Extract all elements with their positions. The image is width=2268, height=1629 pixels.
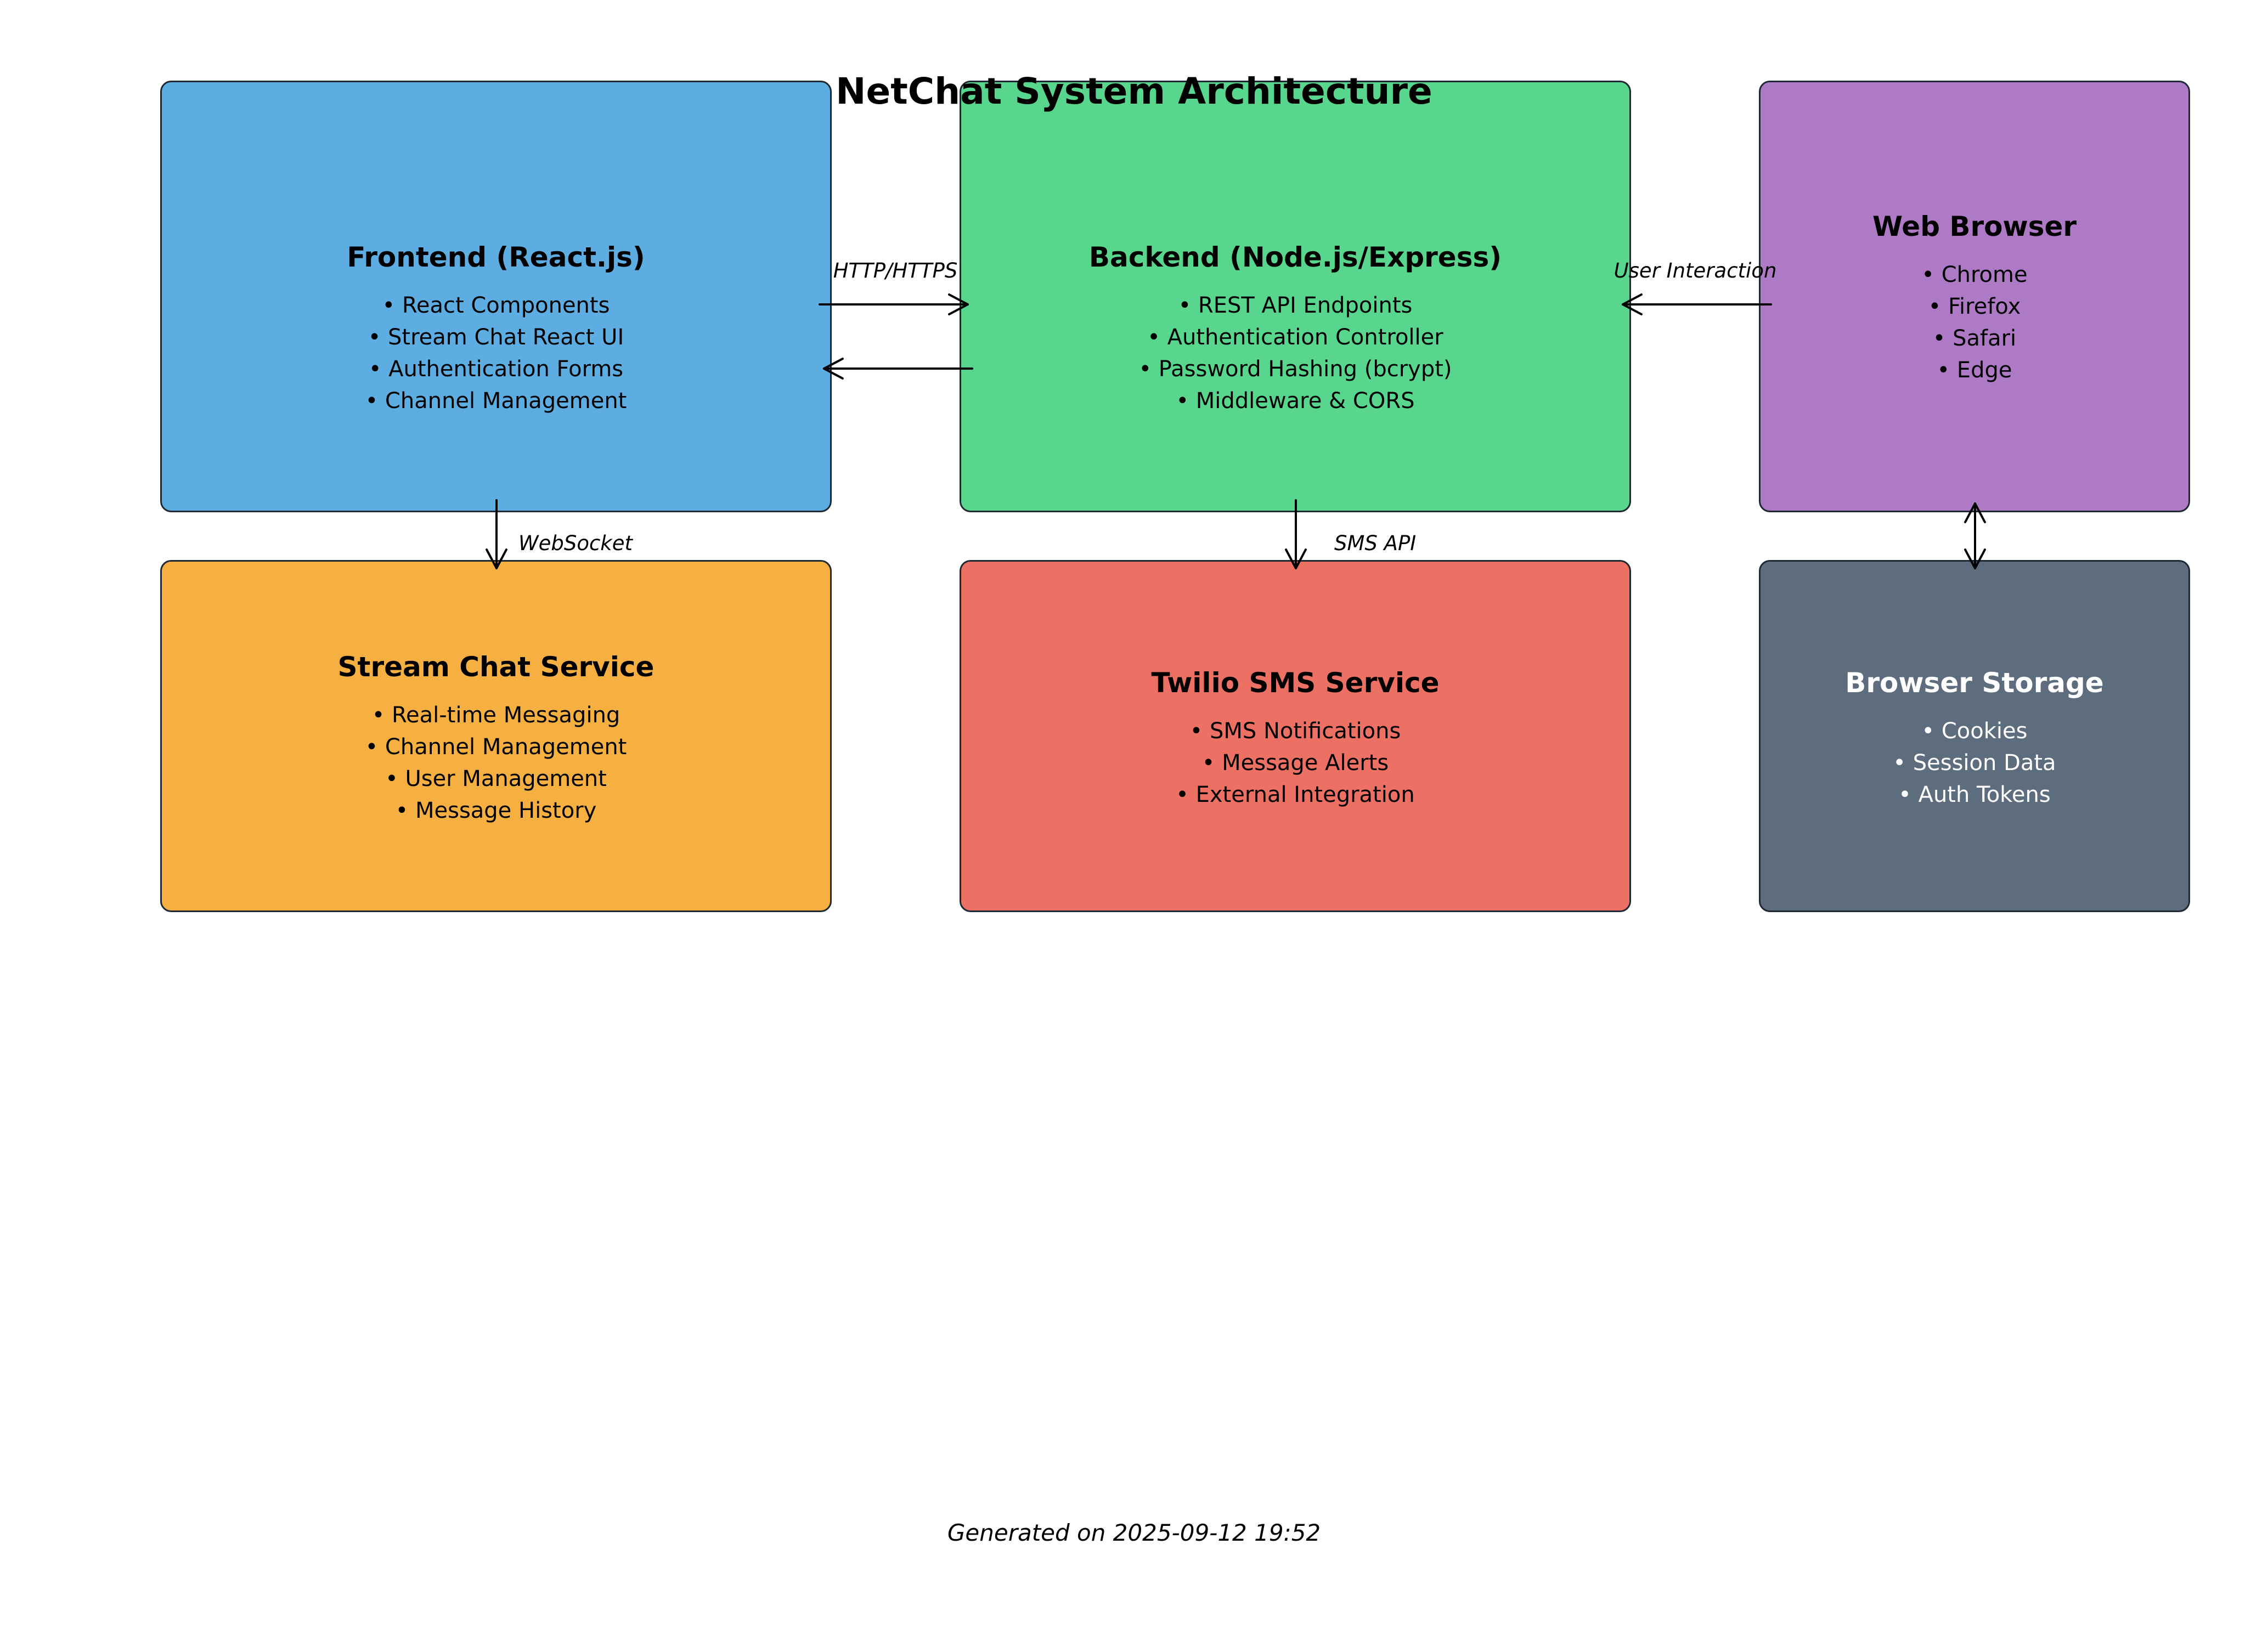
twilio-item: • SMS Notifications [1189,719,1401,744]
browser-item: • Chrome [1921,262,2028,287]
browser-item: • Safari [1932,325,2017,351]
browser-storage-items: • Cookies • Session Data • Auth Tokens [1893,715,2056,811]
stream-chat-item: • User Management [385,766,607,791]
frontend-item: • Channel Management [365,388,627,414]
arrow-frontend-to-backend [819,293,969,315]
twilio-title: Twilio SMS Service [1151,667,1440,699]
frontend-items: • React Components • Stream Chat React U… [365,290,627,417]
twilio-item: • External Integration [1176,782,1415,807]
label-sms-api: SMS API [1334,531,1416,555]
generated-timestamp: Generated on 2025-09-12 19:52 [947,1519,1321,1546]
label-websocket: WebSocket [518,531,633,555]
arrow-frontend-to-stream [486,499,507,569]
browser-item: • Edge [1937,357,2012,383]
frontend-box: Frontend (React.js) • React Components •… [160,81,832,512]
frontend-item: • Stream Chat React UI [368,324,624,350]
stream-chat-item: • Real-time Messaging [371,703,620,728]
stream-chat-items: • Real-time Messaging • Channel Manageme… [365,699,627,827]
browser-storage-box: Browser Storage • Cookies • Session Data… [1759,560,2190,912]
backend-item: • REST API Endpoints [1178,292,1413,318]
browser-items: • Chrome • Firefox • Safari • Edge [1921,259,2027,386]
backend-item: • Password Hashing (bcrypt) [1138,356,1452,382]
frontend-item: • Authentication Forms [368,356,624,382]
browser-item: • Firefox [1928,293,2021,319]
twilio-box: Twilio SMS Service • SMS Notifications •… [960,560,1631,912]
backend-items: • REST API Endpoints • Authentication Co… [1139,290,1452,417]
arrow-backend-to-twilio [1285,499,1307,569]
arrow-backend-to-frontend [823,358,973,380]
stream-chat-item: • Channel Management [365,734,627,760]
frontend-item: • React Components [382,292,610,318]
browser-storage-item: • Auth Tokens [1898,782,2051,807]
arrow-browser-to-backend [1622,293,1772,315]
backend-title: Backend (Node.js/Express) [1088,241,1502,273]
backend-box: Backend (Node.js/Express) • REST API End… [960,81,1631,512]
browser-storage-item: • Cookies [1921,719,2028,744]
browser-storage-title: Browser Storage [1845,667,2104,699]
stream-chat-box: Stream Chat Service • Real-time Messagin… [160,560,832,912]
frontend-title: Frontend (React.js) [347,241,645,273]
browser-storage-item: • Session Data [1893,750,2056,776]
arrow-browser-storage-bidirectional [1964,502,1986,569]
twilio-item: • Message Alerts [1201,750,1389,776]
stream-chat-item: • Message History [395,798,597,823]
label-user-interaction: User Interaction [1614,259,1777,282]
browser-box: Web Browser • Chrome • Firefox • Safari … [1759,81,2190,512]
backend-item: • Middleware & CORS [1176,388,1415,414]
browser-title: Web Browser [1872,210,2077,242]
twilio-items: • SMS Notifications • Message Alerts • E… [1176,715,1414,811]
backend-item: • Authentication Controller [1147,324,1443,350]
label-http-https: HTTP/HTTPS [833,259,958,282]
stream-chat-title: Stream Chat Service [337,651,655,683]
